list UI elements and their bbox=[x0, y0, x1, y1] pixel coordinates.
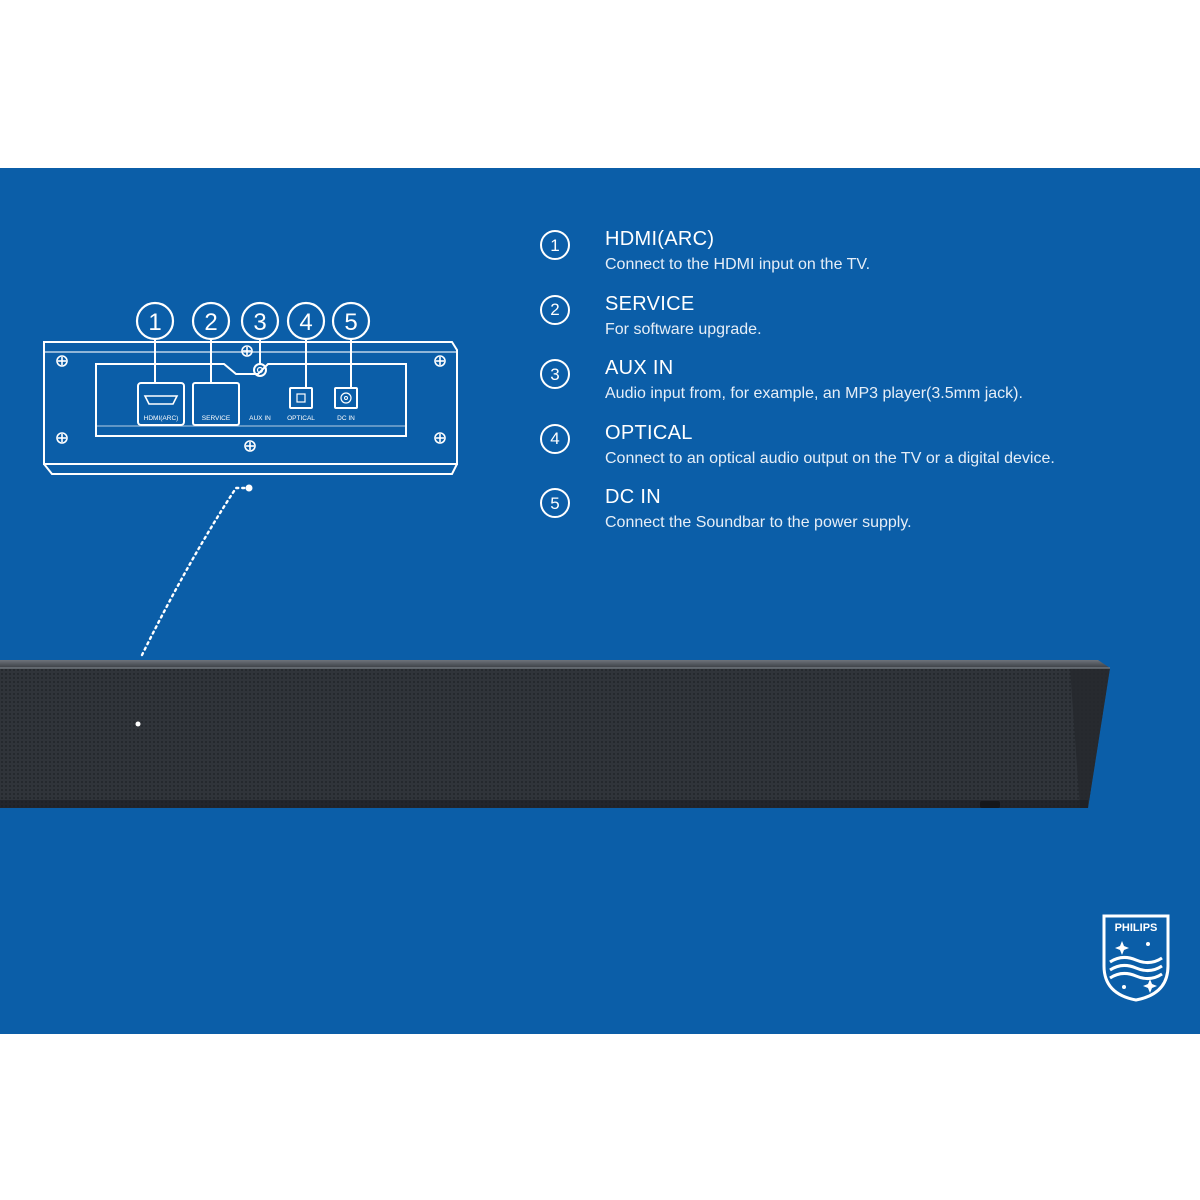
callout-circle-2 bbox=[191, 301, 231, 341]
item-number: 5 bbox=[540, 488, 570, 518]
item-number: 3 bbox=[540, 359, 570, 389]
item-number: 4 bbox=[540, 423, 570, 454]
connection-item: 4 OPTICAL Connect to an optical audio ou… bbox=[540, 420, 1180, 485]
connector-diagram: HDMI(ARC) SERVICE AUX IN OPTICAL DC IN 1… bbox=[0, 301, 1110, 808]
callout-number-5: 5 bbox=[344, 309, 357, 336]
item-title: AUX IN bbox=[605, 357, 674, 379]
callout-circle-3 bbox=[240, 301, 280, 341]
dc-port bbox=[334, 387, 358, 409]
port-label-dc: DC IN bbox=[337, 415, 355, 422]
item-title: HDMI(ARC) bbox=[605, 228, 715, 250]
item-number: 1 bbox=[540, 230, 570, 260]
brand-name: PHILIPS bbox=[1115, 922, 1158, 934]
callout-circle-1 bbox=[135, 301, 175, 341]
port-label-service: SERVICE bbox=[202, 415, 231, 422]
connection-item: 5 DC IN Connect the Soundbar to the powe… bbox=[540, 484, 1180, 549]
service-port bbox=[192, 382, 240, 426]
soundbar bbox=[0, 660, 1110, 808]
item-title: DC IN bbox=[605, 486, 661, 508]
callout-number-2: 2 bbox=[204, 309, 217, 336]
item-description: Connect to the HDMI input on the TV. bbox=[605, 256, 871, 273]
item-description: Audio input from, for example, an MP3 pl… bbox=[605, 385, 1023, 402]
product-panel: HDMI(ARC) SERVICE AUX IN OPTICAL DC IN 1… bbox=[0, 168, 1200, 1034]
item-description: Connect the Soundbar to the power supply… bbox=[605, 514, 912, 531]
aux-port bbox=[253, 363, 267, 377]
connection-item: 2 SERVICE For software upgrade. bbox=[540, 291, 1180, 356]
connection-item: 3 AUX IN Audio input from, for example, … bbox=[540, 355, 1180, 420]
ports bbox=[137, 363, 358, 426]
item-description: Connect to an optical audio output on th… bbox=[605, 449, 1055, 467]
port-label-hdmi: HDMI(ARC) bbox=[144, 415, 179, 422]
connection-list: 1 HDMI(ARC) Connect to the HDMI input on… bbox=[540, 226, 1180, 549]
callout-number-3: 3 bbox=[253, 309, 266, 336]
optical-port bbox=[289, 387, 313, 409]
rear-panel-drawing bbox=[43, 341, 458, 475]
callout-circle-5 bbox=[331, 301, 371, 341]
dotted-leader-line bbox=[140, 486, 248, 657]
connection-item: 1 HDMI(ARC) Connect to the HDMI input on… bbox=[540, 226, 1180, 291]
port-label-optical: OPTICAL bbox=[287, 415, 315, 422]
item-description: For software upgrade. bbox=[605, 320, 762, 338]
hdmi-port bbox=[137, 382, 185, 426]
callout-number-4: 4 bbox=[299, 309, 312, 336]
item-title: SERVICE bbox=[605, 292, 695, 315]
philips-logo: PHILIPS bbox=[1102, 914, 1170, 1002]
item-number: 2 bbox=[540, 294, 570, 325]
callout-circle-4 bbox=[286, 301, 326, 341]
screws bbox=[56, 345, 446, 452]
item-title: OPTICAL bbox=[605, 421, 693, 444]
callout-number-1: 1 bbox=[148, 309, 161, 336]
led-indicator bbox=[135, 721, 141, 727]
port-label-aux: AUX IN bbox=[249, 415, 271, 422]
